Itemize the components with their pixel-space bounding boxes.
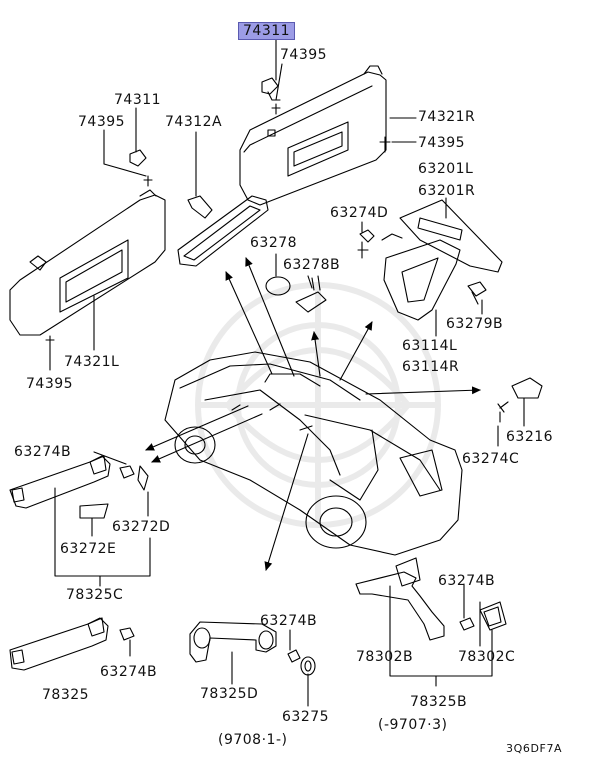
sun-visor-right bbox=[239, 65, 387, 206]
location-arrows bbox=[145, 257, 481, 571]
part-number-78302c[interactable]: 78302C bbox=[458, 649, 516, 665]
part-number-63114l[interactable]: 63114L bbox=[402, 338, 458, 354]
part-number-74311-left[interactable]: 74311 bbox=[114, 92, 162, 108]
part-number-74312a[interactable]: 74312A bbox=[165, 114, 223, 130]
date-range-left: (9708·1-) bbox=[218, 732, 288, 748]
part-number-63201r[interactable]: 63201R bbox=[418, 183, 476, 199]
watermark-emblem bbox=[195, 282, 441, 528]
sun-visor-left bbox=[9, 189, 166, 336]
part-number-74395-right[interactable]: 74395 bbox=[418, 135, 466, 151]
part-number-63114r[interactable]: 63114R bbox=[402, 359, 460, 375]
part-number-63216[interactable]: 63216 bbox=[506, 429, 554, 445]
part-number-74311-highlighted[interactable]: 74311 bbox=[238, 22, 296, 40]
coat-hook bbox=[497, 377, 543, 423]
part-number-74321l[interactable]: 74321L bbox=[64, 354, 120, 370]
part-number-63274b-bottom-left[interactable]: 63274B bbox=[100, 664, 158, 680]
part-number-78325d[interactable]: 78325D bbox=[200, 686, 259, 702]
assist-grip-78325 bbox=[9, 617, 135, 671]
part-number-74395-top[interactable]: 74395 bbox=[280, 47, 328, 63]
part-number-78325c[interactable]: 78325C bbox=[66, 587, 124, 603]
part-number-63274b-middle[interactable]: 63274B bbox=[260, 613, 318, 629]
part-number-74321r[interactable]: 74321R bbox=[418, 109, 476, 125]
part-number-74395-bottom-left[interactable]: 74395 bbox=[26, 376, 74, 392]
assist-grip-78325d bbox=[189, 621, 316, 676]
part-number-63274b-left[interactable]: 63274B bbox=[14, 444, 72, 460]
caps bbox=[265, 275, 327, 313]
part-number-63275[interactable]: 63275 bbox=[282, 709, 330, 725]
assist-grip-78325b bbox=[355, 557, 507, 641]
part-number-63272d[interactable]: 63272D bbox=[112, 519, 171, 535]
part-number-78325b[interactable]: 78325B bbox=[410, 694, 468, 710]
part-number-63272e[interactable]: 63272E bbox=[60, 541, 117, 557]
leader-lines bbox=[49, 39, 525, 707]
part-number-63201l[interactable]: 63201L bbox=[418, 161, 474, 177]
part-number-74395-left[interactable]: 74395 bbox=[78, 114, 126, 130]
date-range-right: (-9707·3) bbox=[378, 717, 448, 733]
part-number-78302b[interactable]: 78302B bbox=[356, 649, 414, 665]
assist-grip-left bbox=[9, 455, 149, 519]
assist-grip-upper bbox=[357, 199, 503, 321]
diagram-reference-code: 3Q6DF7A bbox=[506, 742, 563, 755]
part-number-63274c[interactable]: 63274C bbox=[462, 451, 520, 467]
part-number-63278[interactable]: 63278 bbox=[250, 235, 298, 251]
part-number-63274d[interactable]: 63274D bbox=[330, 205, 389, 221]
part-number-63279b[interactable]: 63279B bbox=[446, 316, 504, 332]
part-number-63278b[interactable]: 63278B bbox=[283, 257, 341, 273]
part-number-78325[interactable]: 78325 bbox=[42, 687, 90, 703]
visor-clips bbox=[45, 77, 391, 347]
rear-view-mirror bbox=[177, 195, 269, 267]
vehicle-outline bbox=[164, 351, 463, 556]
part-number-63274b-right[interactable]: 63274B bbox=[438, 573, 496, 589]
